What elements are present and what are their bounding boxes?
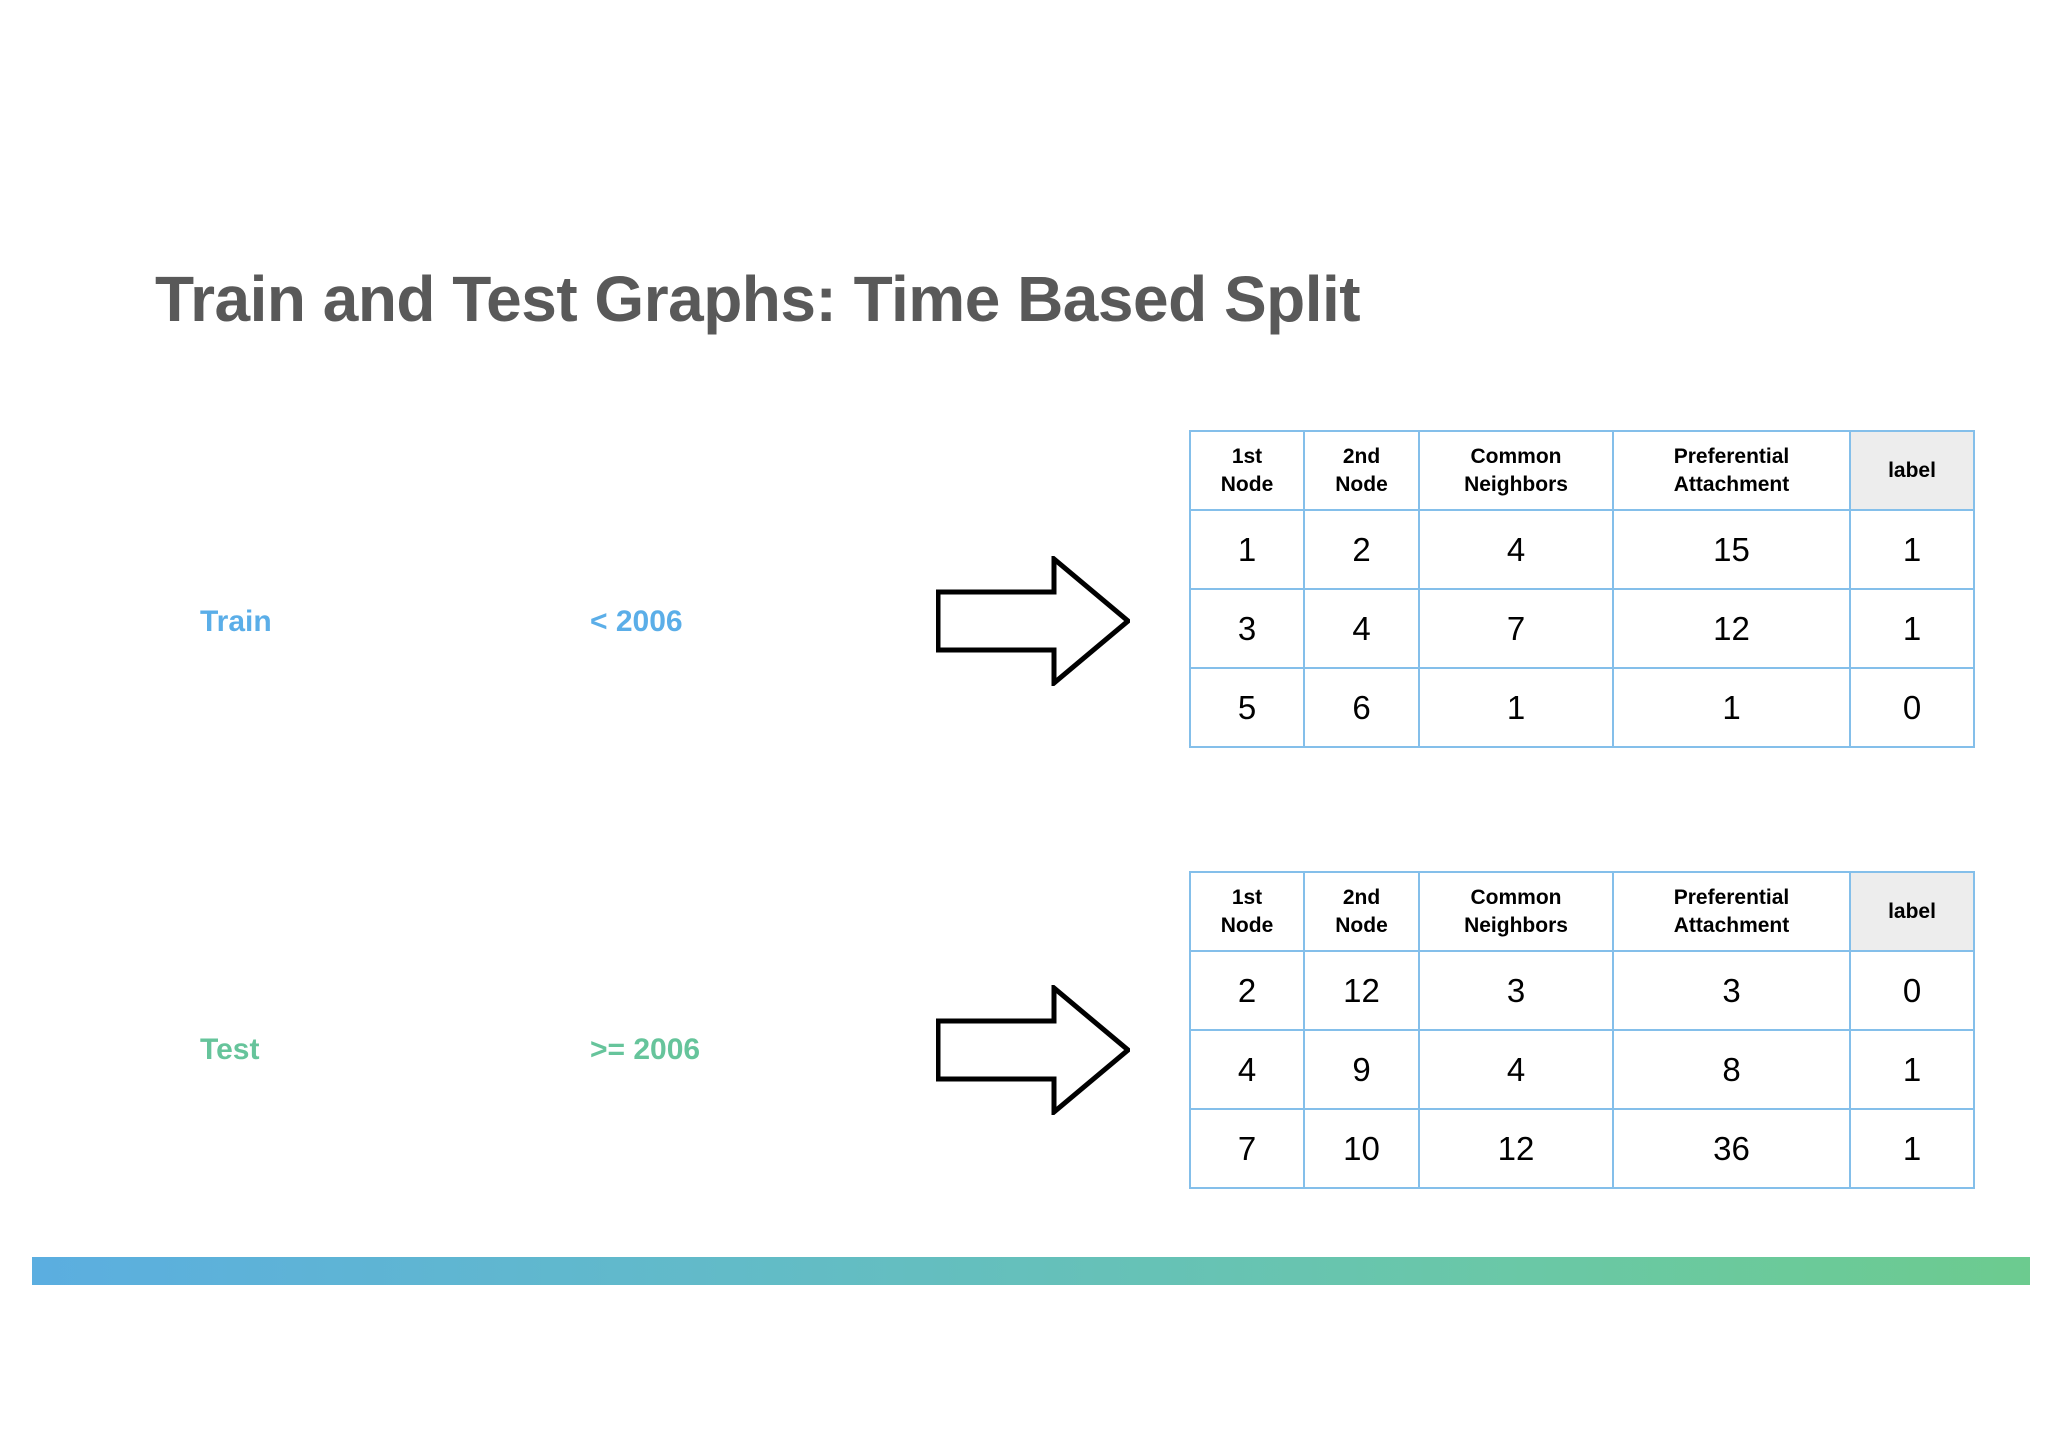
cell-preferential-attachment: 36 [1612,1108,1851,1189]
cell-common-neighbors: 3 [1418,950,1614,1031]
column-header-second-node: 2nd Node [1303,430,1420,511]
table-row: 1 2 4 15 1 [1189,509,1975,590]
column-header-common-neighbors: Common Neighbors [1418,430,1614,511]
cell-first-node: 7 [1189,1108,1305,1189]
feature-table-test: 1st Node 2nd Node Common Neighbors Prefe… [1189,871,1975,1189]
header-line-2: Node [1220,472,1274,496]
cell-label: 0 [1849,950,1975,1031]
header-line-1: 1st [1231,886,1263,910]
column-header-second-node: 2nd Node [1303,871,1420,952]
split-row-train: Train < 2006 [200,605,820,639]
header-line-1: Common [1470,445,1562,469]
column-header-label: label [1849,430,1975,511]
cell-preferential-attachment: 8 [1612,1029,1851,1110]
column-header-first-node: 1st Node [1189,871,1305,952]
feature-table-train: 1st Node 2nd Node Common Neighbors Prefe… [1189,430,1975,748]
cell-first-node: 3 [1189,588,1305,669]
cell-label: 0 [1849,667,1975,748]
right-block-arrow-icon [936,985,1130,1115]
header-line-1: label [1888,899,1936,923]
header-line-2: Neighbors [1464,913,1568,937]
split-condition-train: < 2006 [590,605,683,638]
cell-second-node: 4 [1303,588,1420,669]
cell-second-node: 2 [1303,509,1420,590]
column-header-label: label [1849,871,1975,952]
cell-common-neighbors: 1 [1418,667,1614,748]
split-row-test: Test >= 2006 [200,1033,820,1067]
cell-preferential-attachment: 12 [1612,588,1851,669]
table-row: 5 6 1 1 0 [1189,667,1975,748]
cell-second-node: 6 [1303,667,1420,748]
cell-first-node: 2 [1189,950,1305,1031]
split-condition-test: >= 2006 [590,1033,701,1066]
cell-second-node: 10 [1303,1108,1420,1189]
header-line-2: Neighbors [1464,472,1568,496]
cell-preferential-attachment: 15 [1612,509,1851,590]
cell-common-neighbors: 4 [1418,1029,1614,1110]
table-row: 3 4 7 12 1 [1189,588,1975,669]
split-label-test: Test [200,1033,260,1066]
table-row: 4 9 4 8 1 [1189,1029,1975,1110]
cell-common-neighbors: 12 [1418,1108,1614,1189]
header-line-1: 1st [1231,445,1263,469]
table-header-row: 1st Node 2nd Node Common Neighbors Prefe… [1189,430,1975,511]
cell-label: 1 [1849,509,1975,590]
table-row: 7 10 12 36 1 [1189,1108,1975,1189]
header-line-1: Preferential [1673,445,1790,469]
header-line-2: Node [1220,913,1274,937]
header-line-2: Node [1335,472,1388,496]
cell-label: 1 [1849,588,1975,669]
column-header-preferential-attachment: Preferential Attachment [1612,430,1851,511]
cell-second-node: 9 [1303,1029,1420,1110]
cell-first-node: 4 [1189,1029,1305,1110]
header-line-2: Attachment [1673,472,1790,496]
page-title: Train and Test Graphs: Time Based Split [155,263,1361,335]
split-label-train: Train [200,605,272,638]
cell-common-neighbors: 7 [1418,588,1614,669]
column-header-first-node: 1st Node [1189,430,1305,511]
cell-label: 1 [1849,1029,1975,1110]
header-line-1: 2nd [1342,445,1381,469]
header-line-1: 2nd [1342,886,1381,910]
column-header-preferential-attachment: Preferential Attachment [1612,871,1851,952]
table-row: 2 12 3 3 0 [1189,950,1975,1031]
right-block-arrow-icon [936,556,1130,686]
cell-label: 1 [1849,1108,1975,1189]
header-line-1: Preferential [1673,886,1790,910]
header-line-1: Common [1470,886,1562,910]
column-header-common-neighbors: Common Neighbors [1418,871,1614,952]
header-line-1: label [1888,458,1936,482]
table-header-row: 1st Node 2nd Node Common Neighbors Prefe… [1189,871,1975,952]
cell-preferential-attachment: 3 [1612,950,1851,1031]
cell-preferential-attachment: 1 [1612,667,1851,748]
cell-first-node: 1 [1189,509,1305,590]
footer-gradient-bar [32,1257,2030,1285]
cell-first-node: 5 [1189,667,1305,748]
header-line-2: Node [1335,913,1388,937]
cell-second-node: 12 [1303,950,1420,1031]
header-line-2: Attachment [1673,913,1790,937]
cell-common-neighbors: 4 [1418,509,1614,590]
